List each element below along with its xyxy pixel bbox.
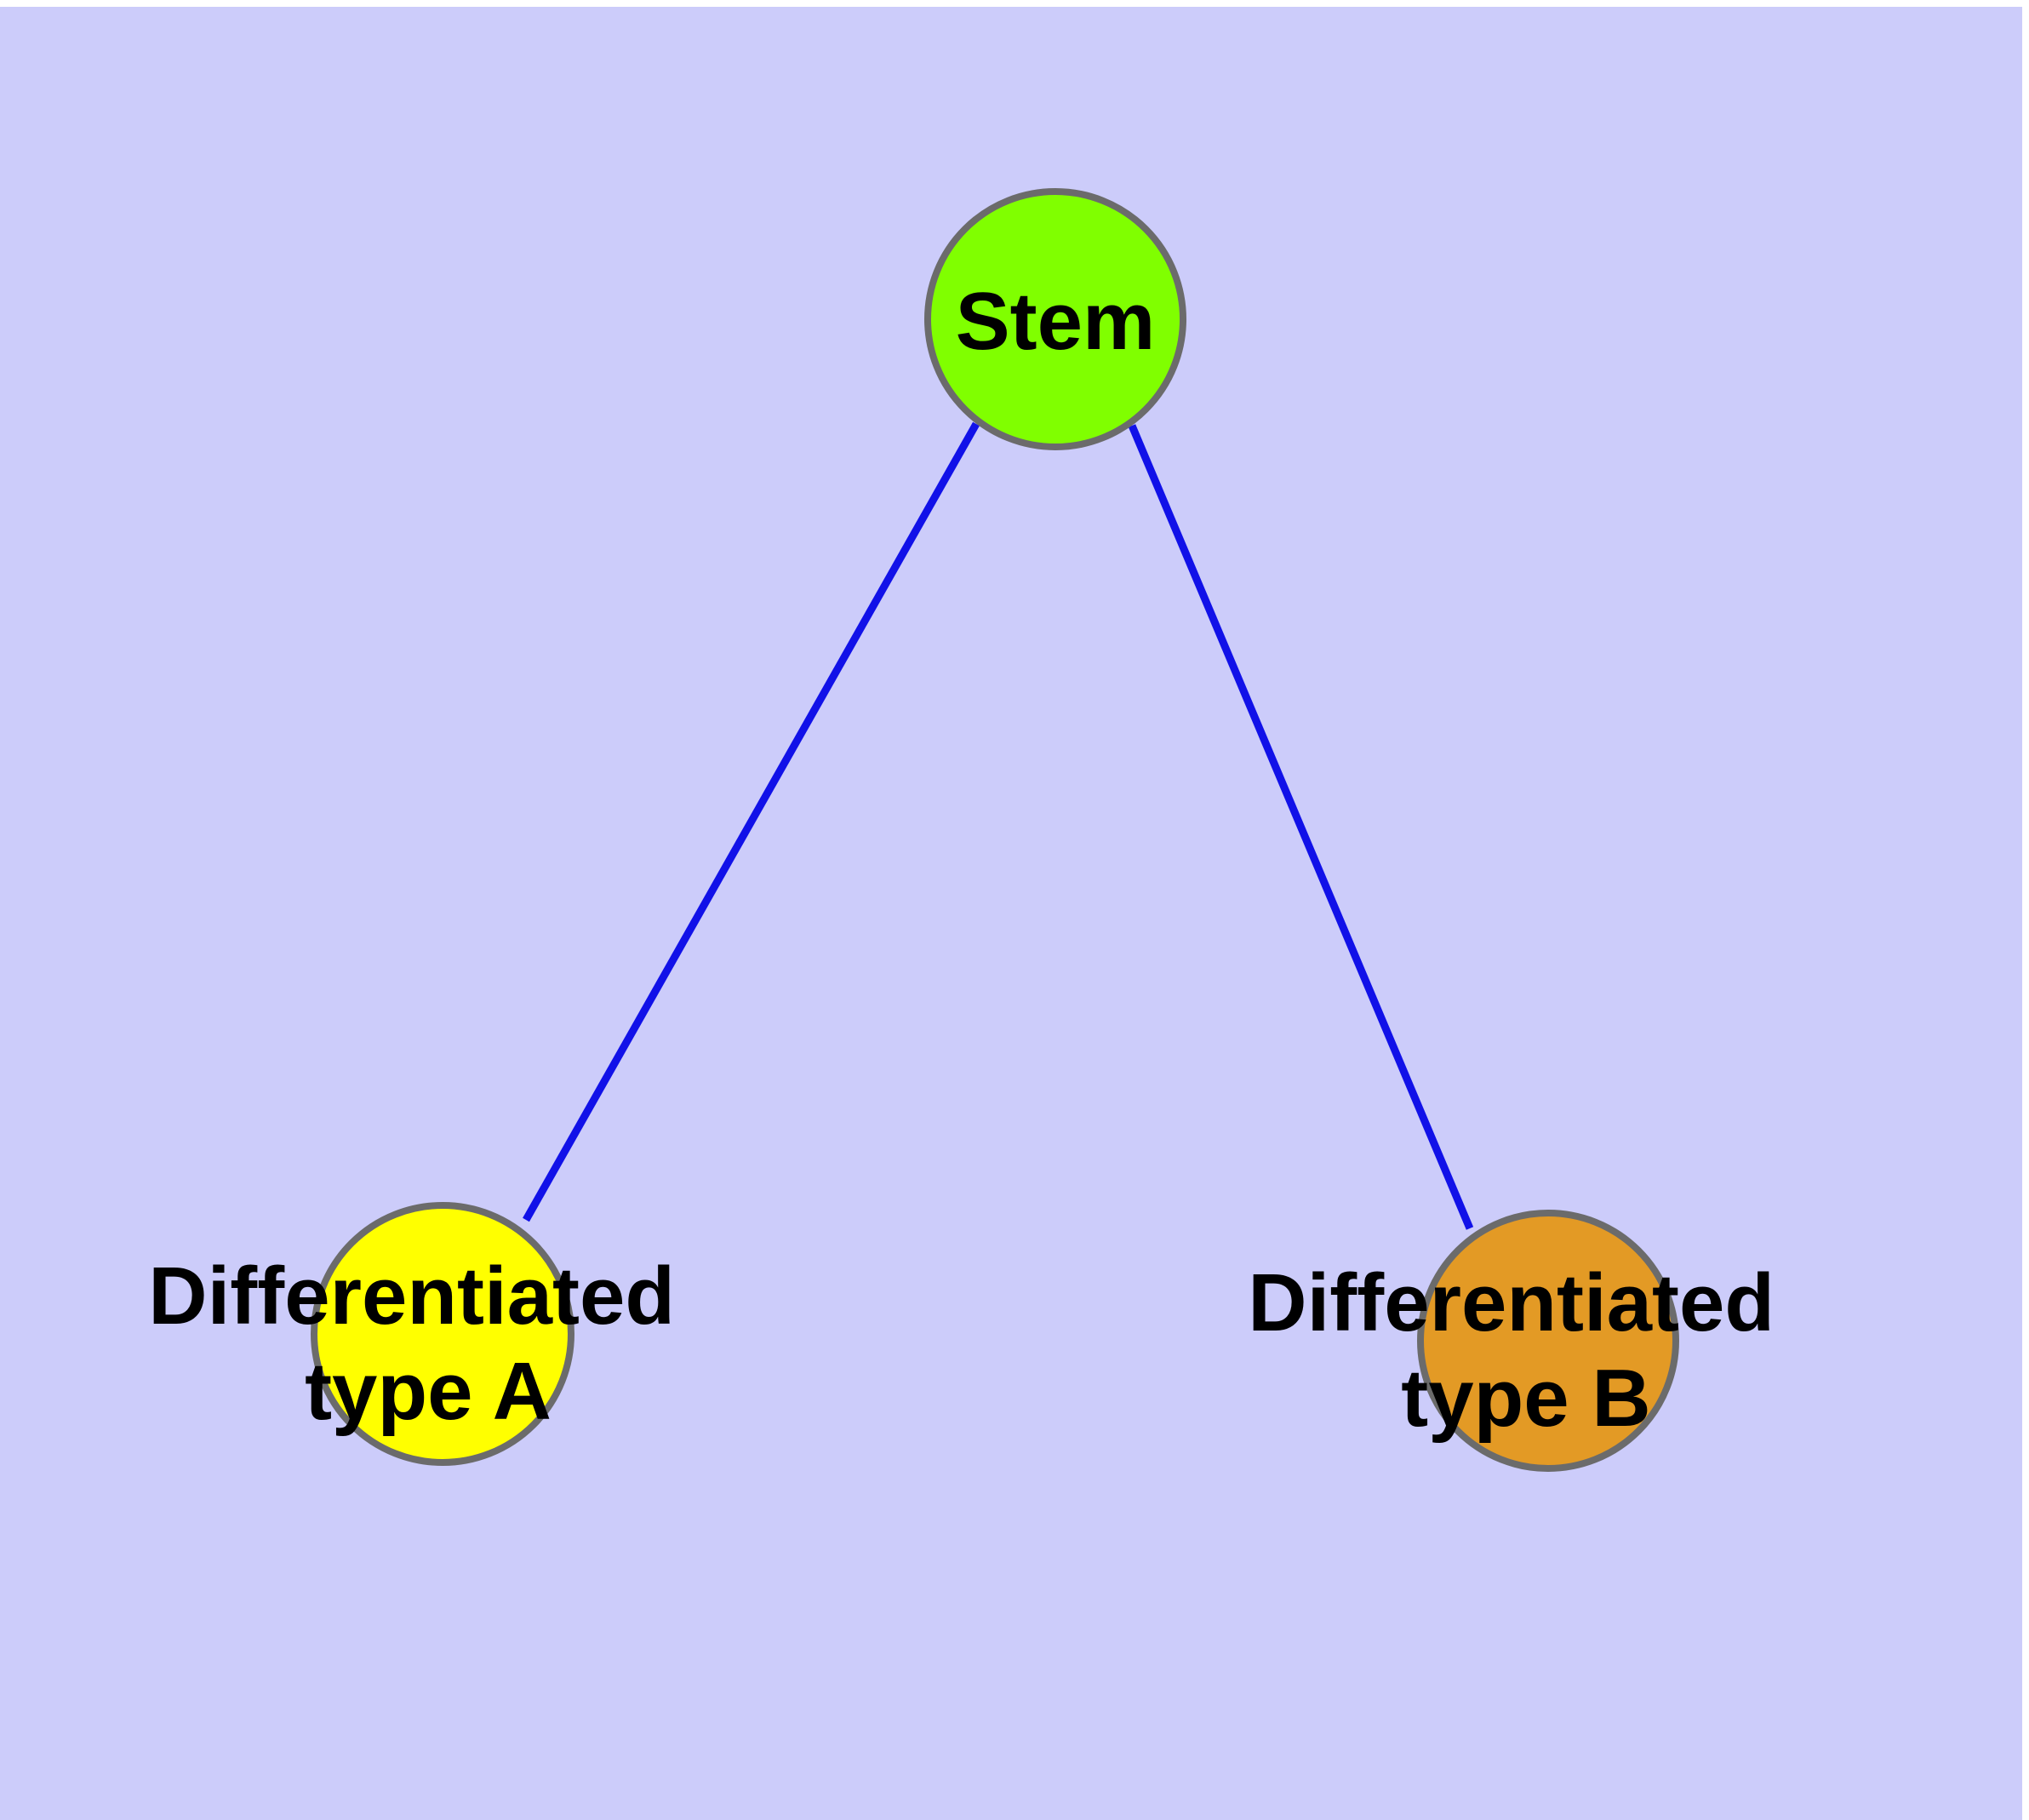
node-label-differentiated-type-a-line-1: Differentiated [148, 1251, 675, 1342]
node-differentiated-type-a[interactable] [311, 1202, 574, 1466]
node-label-differentiated-type-b: Differentiated type B [1248, 1257, 1797, 1444]
edge-layer [523, 421, 1474, 1230]
node-layer [311, 188, 1679, 1472]
node-label-stem-line-1: Stem [956, 276, 1156, 367]
edge-stem-to-differentiated-type-b[interactable] [1128, 424, 1474, 1230]
node-label-stem: Stem [956, 276, 1156, 367]
node-label-differentiated-type-a: Differentiated type A [148, 1251, 697, 1437]
node-label-differentiated-type-a-line-2: type A [305, 1346, 552, 1437]
edge-stem-to-differentiated-type-a[interactable] [523, 421, 980, 1222]
label-layer: Stem Differentiated type A Differentiate… [148, 276, 1797, 1444]
node-differentiated-type-b[interactable] [1417, 1210, 1679, 1472]
node-stem[interactable] [924, 188, 1186, 450]
node-label-differentiated-type-b-line-1: Differentiated [1248, 1257, 1775, 1348]
node-label-differentiated-type-b-line-2: type B [1401, 1353, 1650, 1444]
